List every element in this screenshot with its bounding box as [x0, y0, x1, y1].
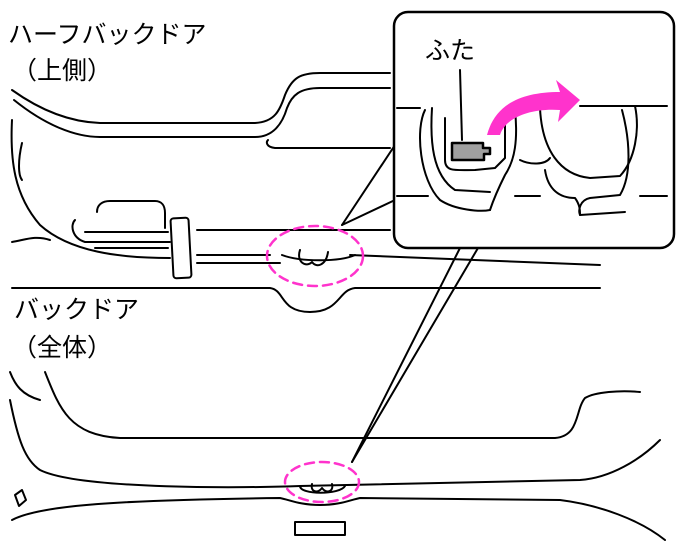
callout-pointer: [341, 144, 479, 463]
highlight-upper: [265, 224, 365, 288]
magnified-inset: [392, 10, 676, 250]
upper-door-title: ハーフバックドア: [8, 20, 207, 49]
lid-shape: [450, 141, 492, 162]
upper-door-subtitle: （上側）: [12, 56, 113, 85]
lid-label: ふた: [425, 36, 476, 65]
highlight-lower: [283, 460, 361, 504]
half-back-door-upper: [10, 72, 601, 313]
open-arrow-icon: [487, 80, 580, 135]
back-door-full: [9, 371, 666, 541]
back-door-subtitle: （全体）: [12, 333, 113, 362]
back-door-title: バックドア: [14, 295, 140, 324]
